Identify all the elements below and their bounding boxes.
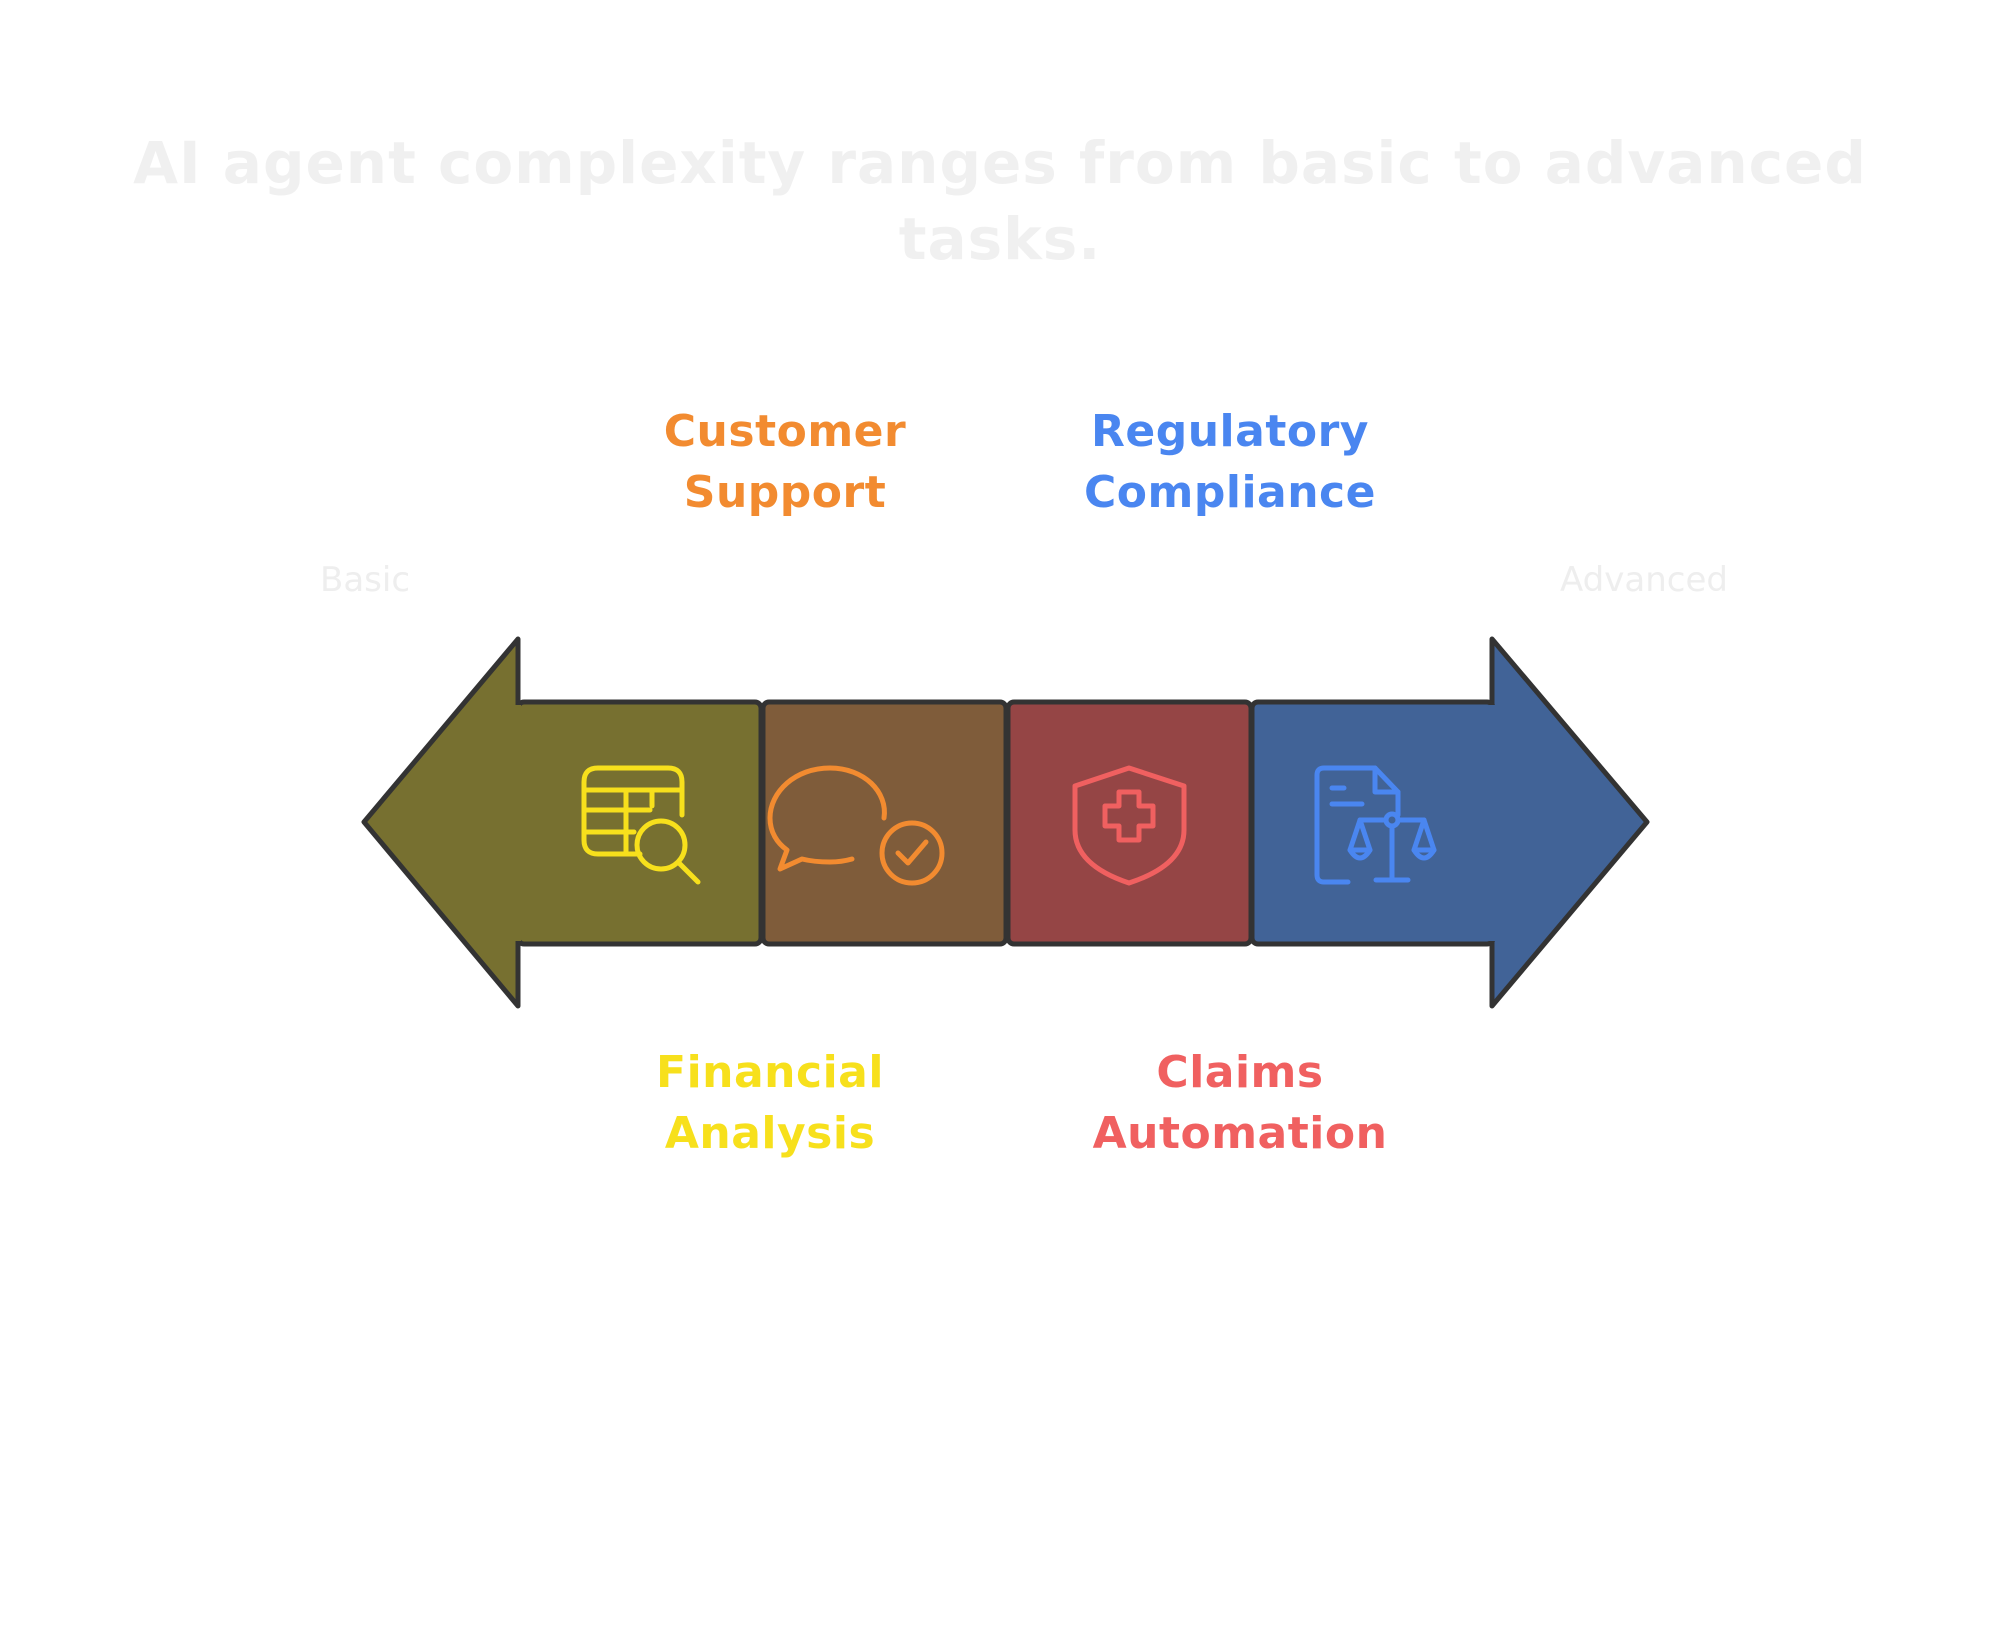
document-scales-icon <box>1314 765 1437 885</box>
shield-plus-icon <box>1072 765 1187 886</box>
scale-end-label: Advanced <box>1560 560 1728 600</box>
scale-start-label: Basic <box>320 560 411 600</box>
right-arrowhead <box>1489 636 1650 1009</box>
segment-claims-automation <box>1005 699 1254 947</box>
diagram-title: AI agent complexity ranges from basic to… <box>133 129 1867 273</box>
segment-customer-support <box>760 699 1009 947</box>
left-arrowhead <box>361 636 521 1009</box>
table-search-icon <box>581 765 701 885</box>
segment-financial-analysis <box>515 699 764 947</box>
chat-check-icon <box>767 765 945 886</box>
segment-regulatory-compliance <box>1249 699 1496 947</box>
